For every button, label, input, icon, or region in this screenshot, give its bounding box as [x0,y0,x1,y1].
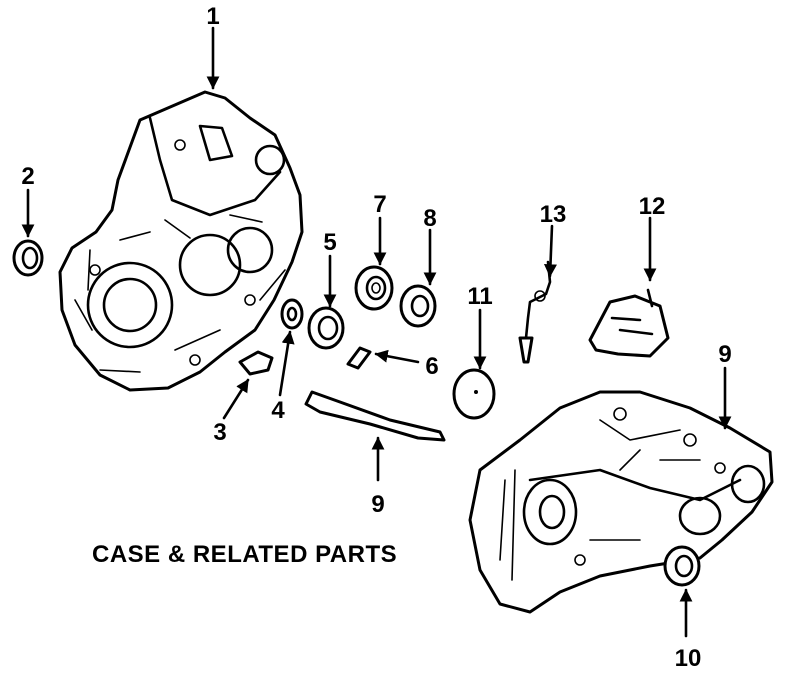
sensor-part-13 [518,260,552,364]
transmission-case [468,390,774,614]
callout-11: 11 [467,283,492,310]
callout-13: 13 [540,201,567,228]
seal-part-2 [12,239,44,277]
callout-labels: 1 2 3 4 5 6 7 8 9 9 10 11 12 13 [21,3,731,672]
leader-lines [21,26,732,638]
callout-5: 5 [323,229,336,256]
clip-part-3 [238,350,274,376]
switch-part-12 [588,288,670,358]
callout-10: 10 [675,645,702,672]
callout-7: 7 [373,191,386,218]
bearing-part-7 [354,265,394,311]
bearing-part-8 [399,284,437,328]
bearing-part-5 [307,306,345,350]
rail-part-9 [304,390,446,442]
clutch-housing [58,90,304,392]
washer-part-4 [280,298,304,330]
seal-part-10 [663,545,701,587]
callout-9-lower: 9 [371,491,384,518]
disc-part-11 [452,368,496,420]
callout-4: 4 [271,397,285,424]
callout-9-right: 9 [718,341,731,368]
callout-6: 6 [425,353,438,380]
callout-2: 2 [21,163,34,190]
link-part-6 [346,346,372,370]
callout-1: 1 [206,3,219,30]
callout-8: 8 [423,205,436,232]
callout-12: 12 [639,193,666,220]
diagram-title: CASE & RELATED PARTS [92,541,397,568]
callout-3: 3 [213,419,226,446]
